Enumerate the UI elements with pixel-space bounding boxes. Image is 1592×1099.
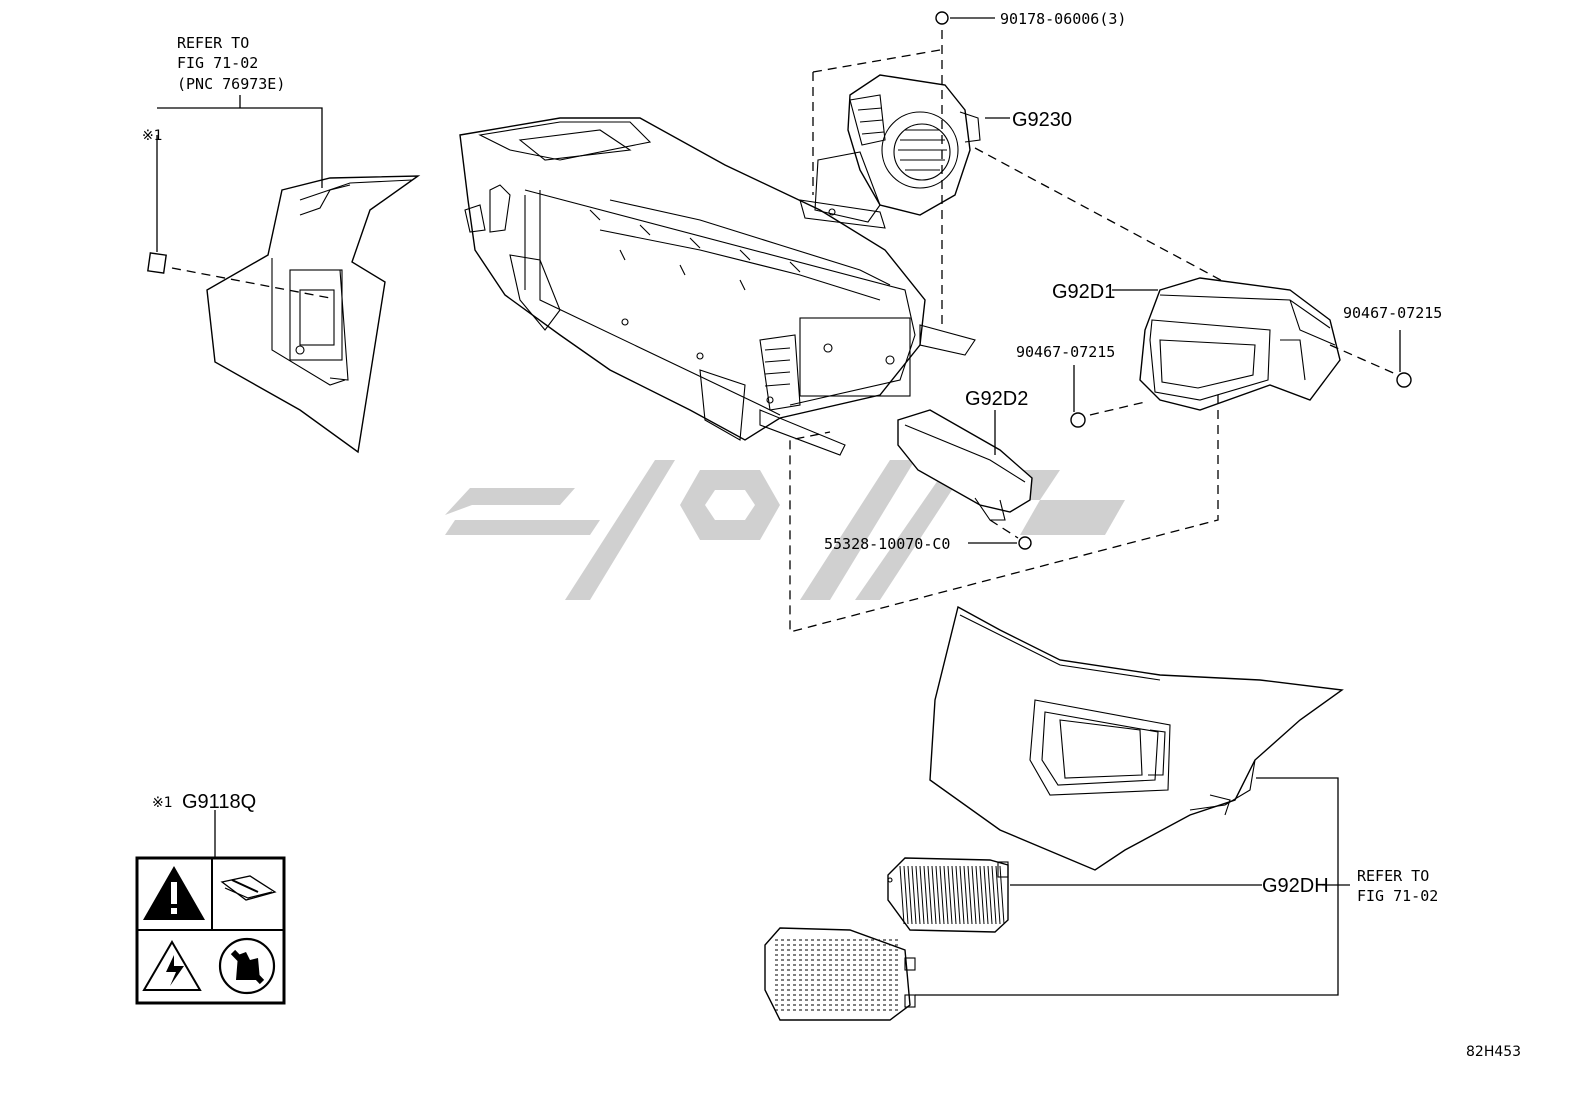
duct-g92d2	[897, 409, 1033, 521]
part-code-g92d1: G92D1	[1052, 281, 1115, 303]
part-number-bolt-right: 90467-07215	[1343, 304, 1442, 322]
no-touch-icon	[218, 937, 276, 995]
part-number-clip: 55328-10070-C0	[824, 535, 950, 553]
refer-line-br-2: FIG 71-02	[1357, 887, 1438, 905]
part-number-bolt-mid: 90467-07215	[1016, 343, 1115, 361]
refer-line-3: (PNC 76973E)	[177, 75, 285, 93]
duct-g92d1	[1139, 277, 1341, 411]
lower-right-cover-panel	[929, 605, 1344, 871]
bolt-right-icon	[1396, 372, 1412, 388]
part-number-bolt-top: 90178-06006(3)	[1000, 10, 1126, 28]
warning-label-sheet	[135, 856, 286, 1005]
watermark-logo	[445, 460, 1125, 600]
electric-shock-icon	[142, 940, 202, 991]
note-mark-label: ※1	[152, 795, 173, 811]
bolt-top-icon	[935, 11, 949, 25]
refer-line-1: REFER TO	[177, 34, 249, 52]
left-cover-panel	[206, 175, 421, 454]
part-code-g92dh: G92DH	[1262, 875, 1329, 897]
part-code-g92d2: G92D2	[965, 388, 1028, 410]
manual-book-icon	[220, 875, 277, 901]
battery-frame-assembly	[459, 117, 976, 456]
caution-sticker-small	[147, 252, 167, 274]
bolt-mid-icon	[1070, 412, 1086, 428]
diagram-id: 82H453	[1466, 1044, 1521, 1060]
part-code-g9118q: G9118Q	[182, 791, 256, 813]
note-mark-left: ※1	[142, 128, 163, 144]
refer-note-top-left: REFER TO FIG 71-02 (PNC 76973E)	[177, 34, 285, 93]
refer-line-br-1: REFER TO	[1357, 867, 1429, 885]
part-code-g9230: G9230	[1012, 109, 1072, 131]
grille-panel	[764, 927, 916, 1021]
refer-line-2: FIG 71-02	[177, 54, 258, 72]
clip-icon	[1018, 536, 1032, 550]
blower-fan-g9230	[799, 49, 981, 229]
filter-g92dh	[887, 857, 1009, 933]
warning-triangle-icon	[143, 866, 205, 920]
